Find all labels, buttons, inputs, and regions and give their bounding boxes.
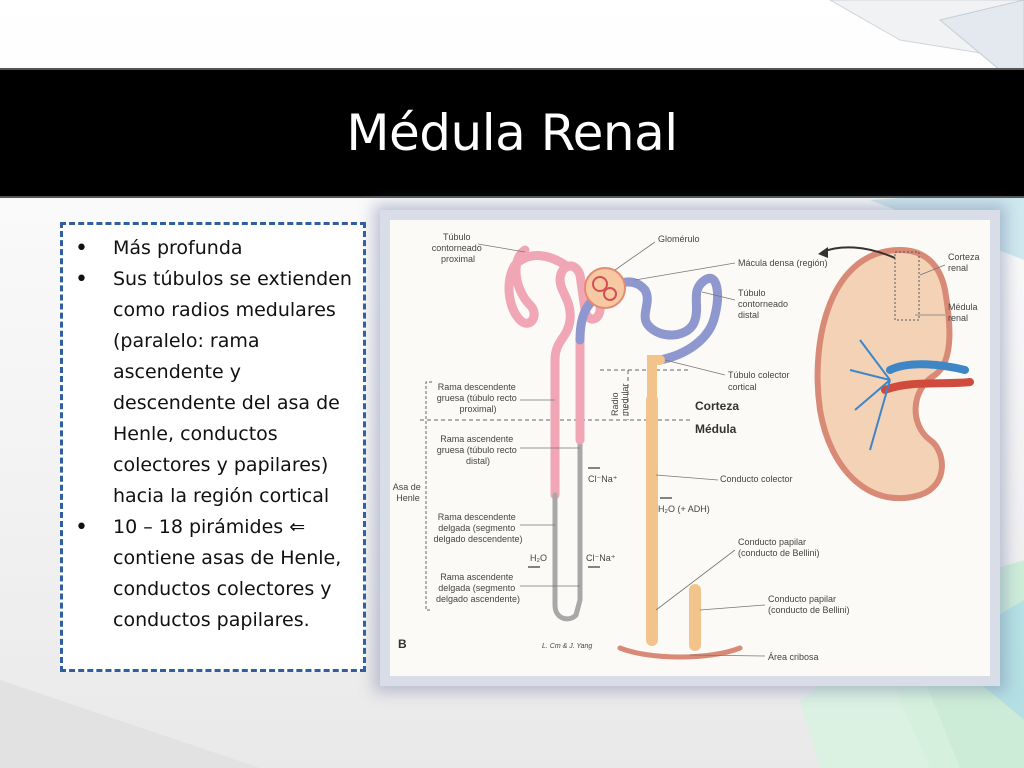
nephron-svg: Túbulo contorneado proximal Glomérulo Má… — [393, 232, 982, 662]
label-tubulo-distal: Túbulo contorneado distal — [738, 288, 791, 320]
zoom-arrow-head — [818, 247, 828, 258]
bullet-list: Más profunda Sus túbulos se extienden co… — [75, 233, 365, 636]
henle-bracket — [425, 381, 432, 611]
bullet-box: Más profunda Sus túbulos se extienden co… — [60, 222, 366, 672]
label-tubulo-colector: Túbulo colector cortical — [728, 370, 792, 392]
label-area-cribosa: Área cribosa — [768, 652, 819, 662]
label-medula-renal: Médula renal — [948, 302, 980, 323]
glomerulus-capillary — [592, 276, 608, 292]
label-cl-na-1: Cl⁻Na⁺ — [588, 474, 618, 484]
label-h2o-adh: H₂O (+ ADH) — [658, 504, 710, 514]
renal-pelvis — [886, 360, 969, 374]
title-bar: Médula Renal — [0, 68, 1024, 198]
label-rama-asc-gruesa: Rama ascendente gruesa (túbulo recto dis… — [437, 434, 520, 466]
renal-artery — [881, 378, 974, 394]
label-macula: Mácula densa (región) — [738, 258, 828, 268]
leader-lines — [477, 241, 946, 657]
diagram-frame: Túbulo contorneado proximal Glomérulo Má… — [380, 210, 1000, 686]
bullet-item: 10 – 18 pirámides ⇐ contiene asas de Hen… — [75, 512, 365, 636]
label-conducto-colector: Conducto colector — [720, 474, 793, 484]
label-conducto-papilar-1: Conducto papilar (conducto de Bellini) — [738, 537, 820, 558]
bullet-item: Más profunda — [75, 233, 365, 264]
label-rama-asc-delgada: Rama ascendente delgada (segmento delgad… — [436, 572, 520, 604]
kidney-outline — [814, 246, 953, 502]
label-glomerulo: Glomérulo — [658, 234, 700, 244]
proximal-tubule — [550, 261, 605, 500]
label-rama-desc-delgada: Rama descendente delgada (segmento delga… — [433, 512, 522, 544]
label-medula: Médula — [695, 422, 737, 436]
renal-vessels — [849, 339, 891, 451]
label-tubulo-proximal: Túbulo contorneado proximal — [432, 232, 485, 264]
signature: L. Cm & J. Yang — [542, 643, 592, 650]
panel-letter: B — [398, 637, 407, 651]
label-cl-na-2: Cl⁻Na⁺ — [586, 553, 616, 563]
ion-arrows — [528, 467, 672, 568]
label-rama-desc-gruesa: Rama descendente gruesa (túbulo recto pr… — [437, 382, 520, 414]
proximal-loop — [504, 245, 570, 328]
bullet-item: Sus túbulos se extienden como radios med… — [75, 264, 365, 512]
glomerulus-capillary — [603, 287, 617, 301]
label-h2o: H₂O — [530, 553, 547, 563]
area-cribosa-shape — [617, 645, 743, 660]
label-asa-henle: Asa de Henle — [393, 482, 424, 503]
label-radio-medular: Radio medular — [610, 383, 630, 416]
nephron-diagram: Túbulo contorneado proximal Glomérulo Má… — [390, 220, 990, 676]
label-corteza: Corteza — [695, 399, 739, 413]
label-conducto-papilar-2: Conducto papilar (conducto de Bellini) — [768, 594, 850, 615]
label-corteza-renal: Corteza renal — [948, 252, 982, 273]
slide-title: Médula Renal — [346, 104, 678, 162]
kidney-zoom-box — [894, 251, 920, 321]
henle-thin-loop — [552, 437, 583, 622]
